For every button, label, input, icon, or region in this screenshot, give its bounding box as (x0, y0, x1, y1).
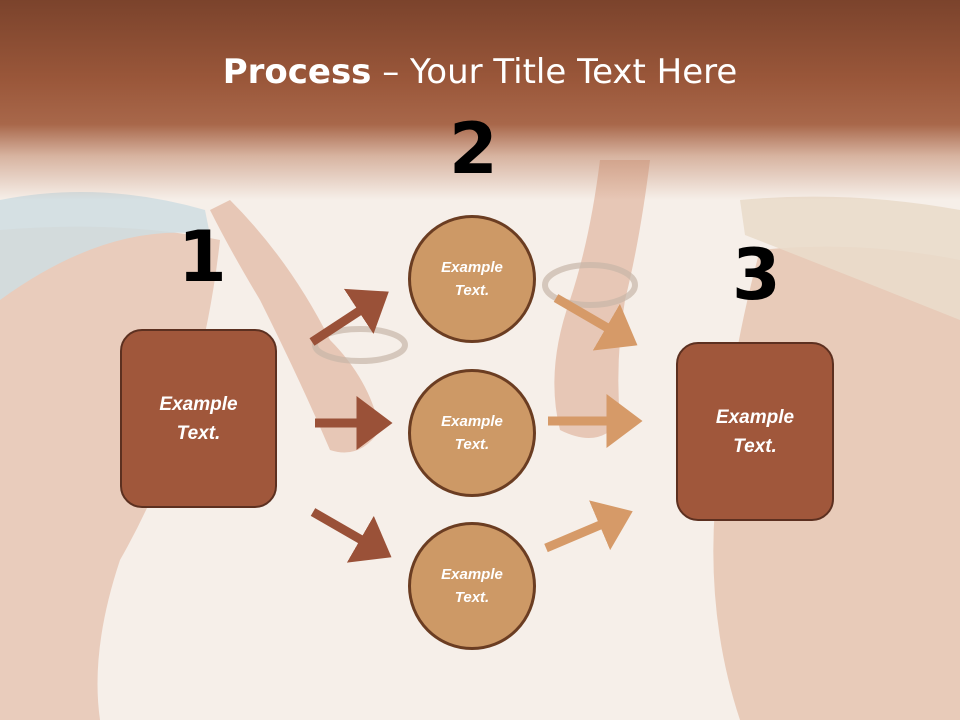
page-title: Process – Your Title Text Here (0, 52, 960, 92)
box-line1: Example (715, 406, 795, 428)
step-number-2: 2 (449, 108, 498, 190)
arrow-1-to-bottom (310, 508, 392, 563)
title-bar (0, 0, 960, 200)
box-line2: Text. (176, 422, 221, 444)
box-line1: Example (159, 393, 238, 415)
title-bold: Process (222, 52, 372, 92)
circle-line1: Example (441, 259, 503, 276)
arrow-1-to-top (309, 288, 389, 346)
step-number-3: 3 (732, 234, 781, 316)
circle-line1: Example (441, 566, 503, 583)
step-number-1: 1 (178, 216, 227, 298)
circle-line1: Example (441, 413, 503, 430)
box-line2: Text. (733, 435, 777, 457)
circle-line2: Text. (454, 589, 490, 606)
arrow-top-to-3 (553, 294, 638, 351)
circle-line2: Text. (454, 436, 490, 453)
arrow-bottom-to-3 (544, 500, 633, 553)
title-rest: – Your Title Text Here (371, 52, 738, 92)
circle-line2: Text. (454, 282, 490, 299)
